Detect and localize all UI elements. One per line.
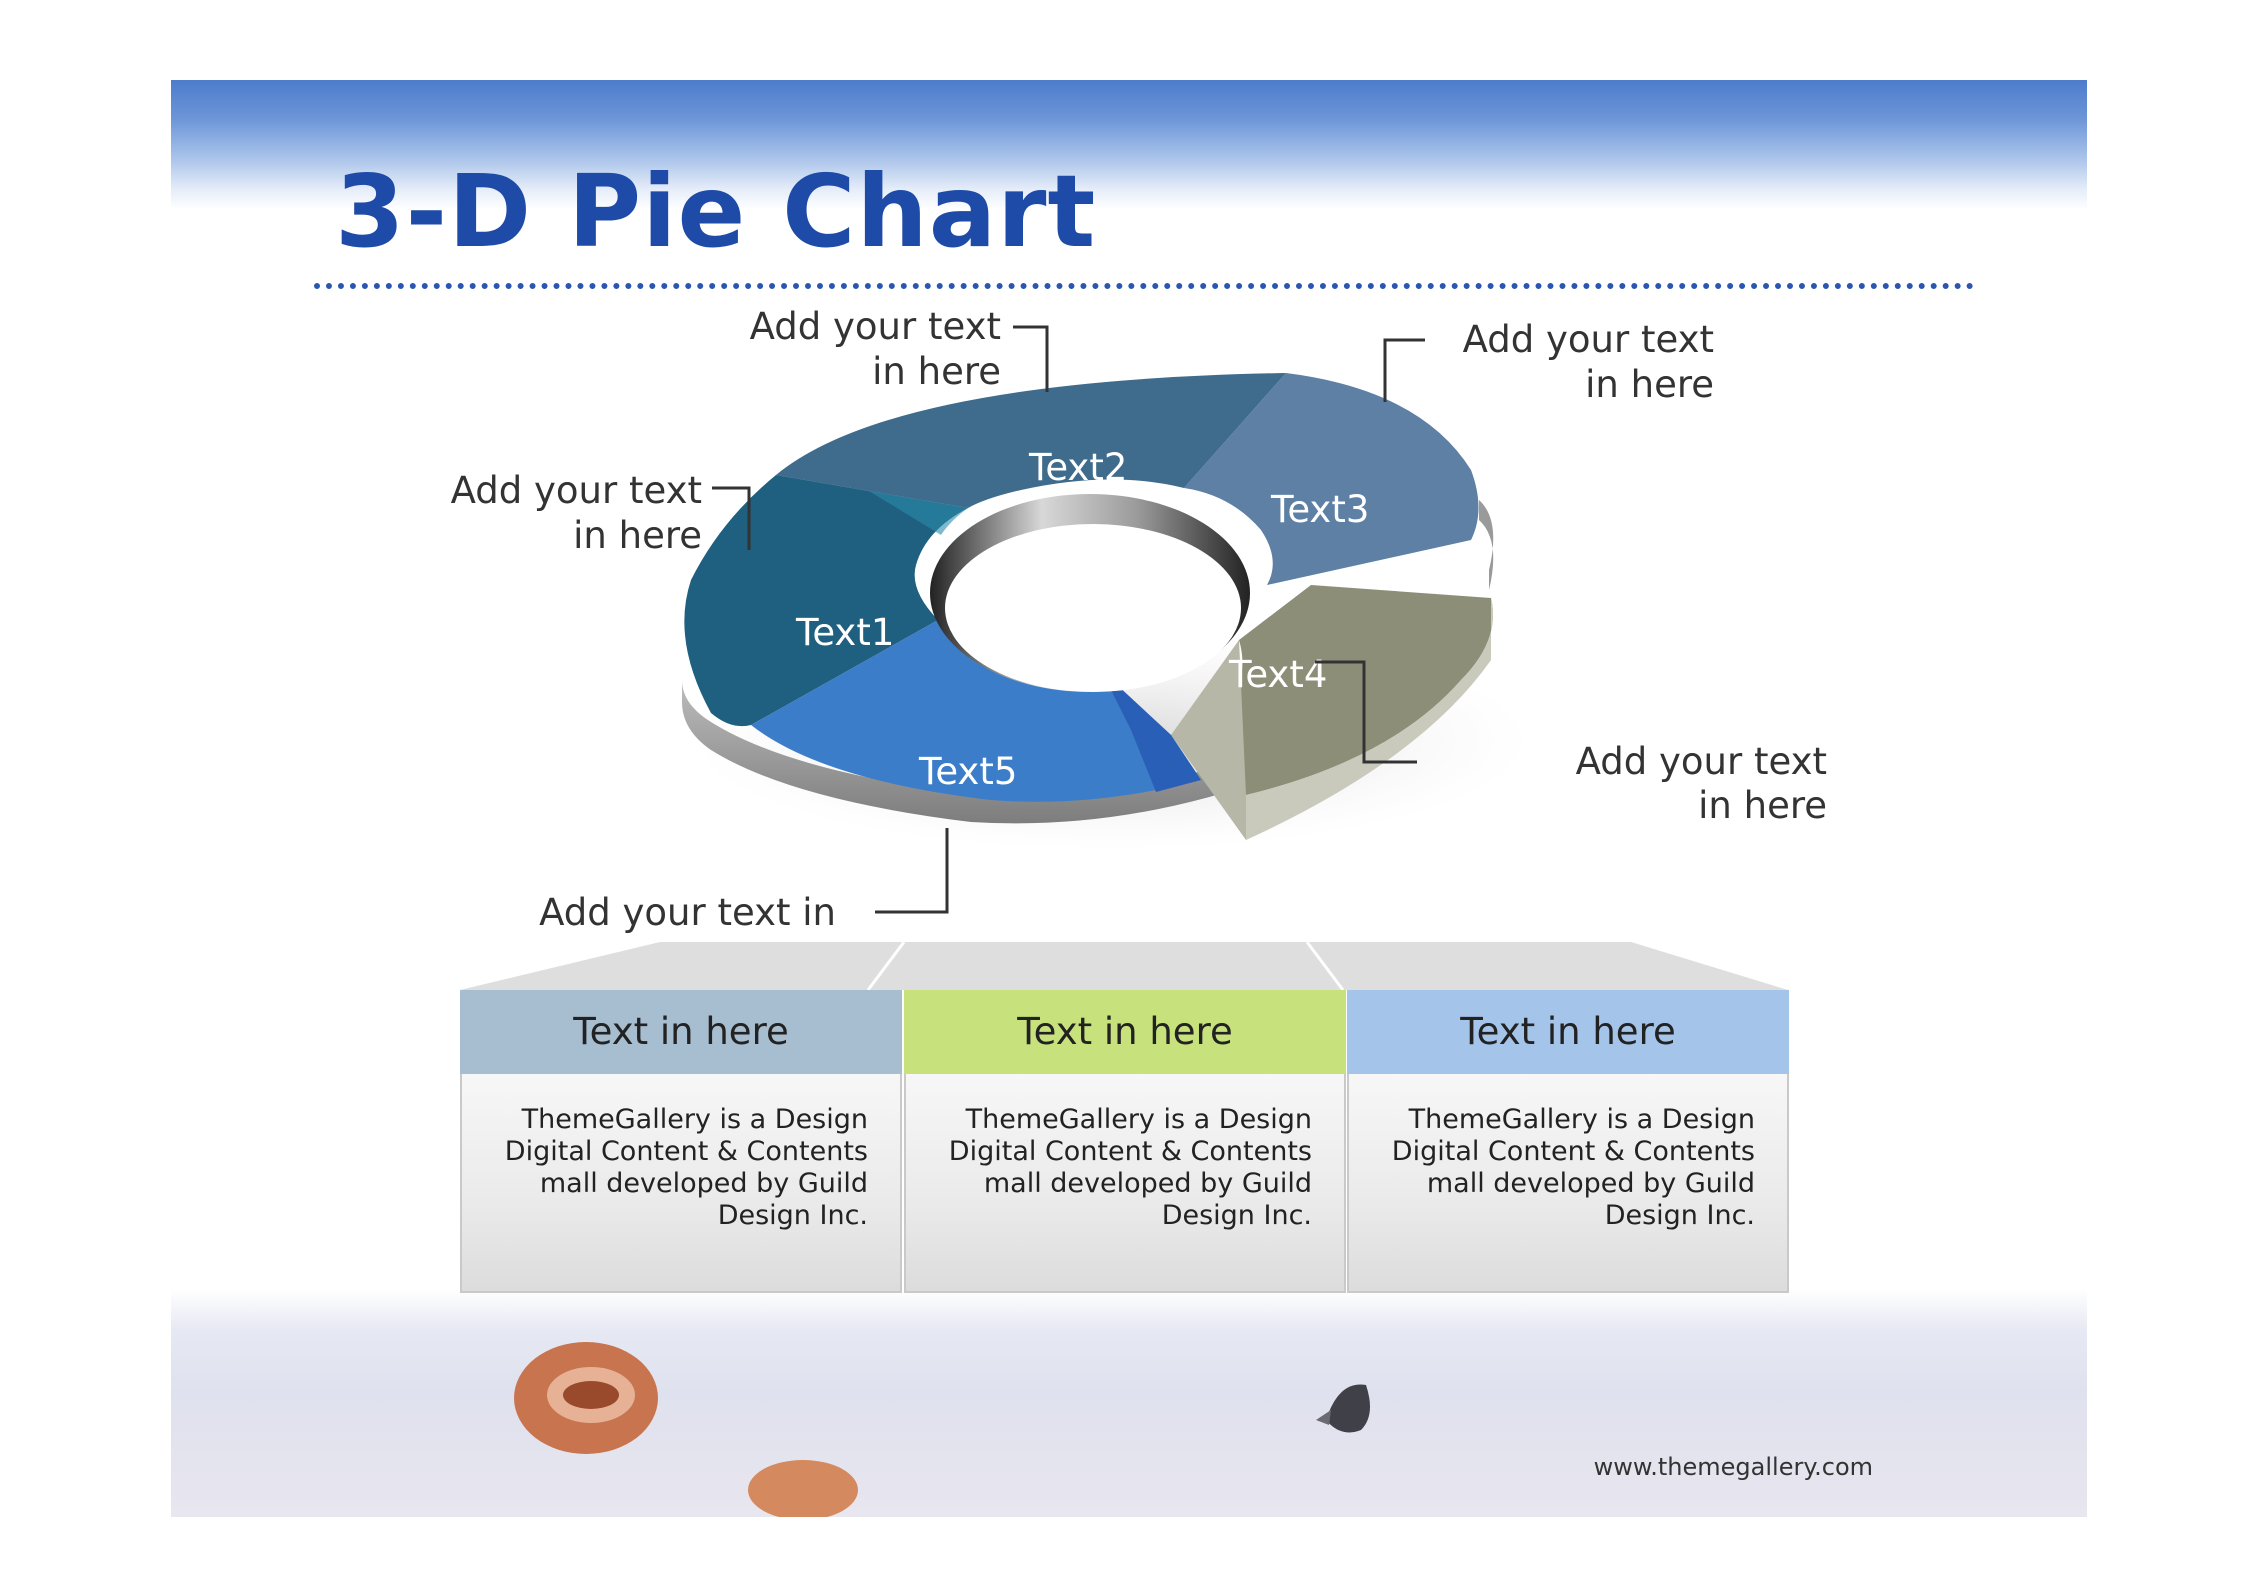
callout-line-3: [1383, 338, 1425, 402]
bevel-divider-2: [1305, 941, 1345, 991]
sky-background: [171, 80, 2087, 210]
title-divider: [314, 283, 1974, 289]
pie-side-wall-right: [1479, 500, 1494, 590]
callout-text-2-line1: Add your text: [750, 305, 1001, 348]
segment-text5-dark: [1101, 670, 1201, 792]
callout-text-1-line2: in here: [573, 514, 702, 557]
seashell-right: [1316, 1384, 1370, 1433]
panel-1-heading: Text in here: [460, 990, 902, 1074]
bevel-divider-1: [866, 941, 906, 991]
pie-hole: [945, 524, 1241, 692]
panel-2-heading: Text in here: [904, 990, 1346, 1074]
panel-bevel: [460, 942, 1788, 990]
callout-line-1: [712, 486, 751, 550]
panel-3-body: ThemeGallery is a Design Digital Content…: [1347, 1074, 1789, 1293]
segment-text1-top: [776, 471, 968, 535]
segment-label-text3: Text3: [1270, 488, 1369, 531]
segment-label-text2: Text2: [1028, 446, 1127, 489]
page-title: 3-D Pie Chart: [335, 153, 1097, 270]
seashell-middle: [748, 1460, 858, 1517]
footer-url[interactable]: www.themegallery.com: [1594, 1453, 1873, 1481]
segment-label-text4: Text4: [1228, 653, 1327, 696]
panel-2-body: ThemeGallery is a Design Digital Content…: [904, 1074, 1346, 1293]
callout-text-5-line1: Add your text in: [539, 891, 836, 934]
panel-3-heading: Text in here: [1347, 990, 1789, 1074]
sand-background: [171, 1290, 2087, 1517]
segment-text2: [776, 373, 1286, 508]
segment-text5: [751, 620, 1201, 802]
callout-line-5: [875, 828, 949, 914]
segment-text4-front: [1171, 640, 1246, 840]
callout-text-3-line1: Add your text: [1463, 318, 1714, 361]
panel-3: Text in here ThemeGallery is a Design Di…: [1347, 990, 1789, 1295]
segment-text3: [1184, 373, 1479, 585]
callout-text-3-line2: in here: [1585, 363, 1714, 406]
panel-1: Text in here ThemeGallery is a Design Di…: [460, 990, 902, 1295]
pie-diagram: Text1 Text2 Text3 Text4 Text5 Add your t…: [451, 305, 1873, 1517]
segment-label-text1: Text1: [795, 611, 894, 654]
callout-text-4-line2: in here: [1698, 784, 1827, 827]
slide: 3-D Pie Chart: [171, 80, 2087, 1517]
callout-line-2: [1013, 325, 1049, 392]
panel-2: Text in here ThemeGallery is a Design Di…: [904, 990, 1346, 1295]
callout-line-4: [1315, 660, 1417, 764]
callout-text-1-line1: Add your text: [451, 469, 702, 512]
callout-text-2-line2: in here: [872, 350, 1001, 393]
segment-text4-side: [1246, 598, 1493, 840]
panel-1-body: ThemeGallery is a Design Digital Content…: [460, 1074, 902, 1293]
segment-label-text5: Text5: [918, 750, 1017, 793]
segment-text1: [684, 475, 968, 727]
segment-text4: [1221, 585, 1493, 795]
seashell-left: [514, 1342, 658, 1454]
callout-text-4-line1: Add your text: [1576, 740, 1827, 783]
